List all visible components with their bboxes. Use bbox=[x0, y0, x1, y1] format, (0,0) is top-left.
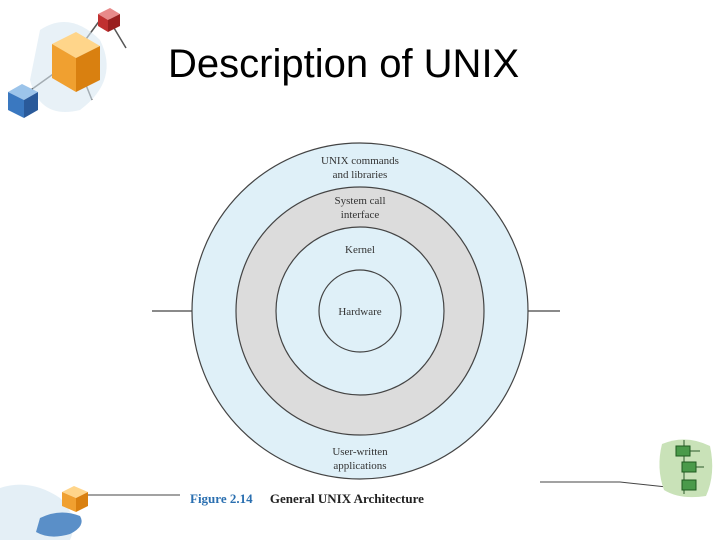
hardware-label: Hardware bbox=[338, 306, 381, 318]
user-apps-label-line-1: User-written bbox=[332, 446, 388, 458]
syscall-label-line-1: System call bbox=[334, 195, 385, 207]
hand-with-cube-icon bbox=[0, 484, 88, 540]
commands-label-line-1: UNIX commands bbox=[321, 155, 399, 167]
commands-label-line-2: and libraries bbox=[333, 169, 388, 181]
figure-caption-text: General UNIX Architecture bbox=[269, 491, 424, 506]
hardware-core bbox=[318, 269, 402, 353]
kernel-label: Kernel bbox=[345, 244, 375, 256]
user-apps-label-line-2: applications bbox=[333, 460, 386, 472]
flowchart-boxes-icon bbox=[659, 439, 713, 498]
figure-caption: Figure 2.14 General UNIX Architecture bbox=[190, 491, 424, 507]
figure-number: Figure 2.14 bbox=[190, 491, 253, 506]
molecule-cubes-icon bbox=[8, 8, 127, 118]
syscall-label-line-2: interface bbox=[341, 209, 380, 221]
slide-title: Description of UNIX bbox=[168, 42, 520, 86]
